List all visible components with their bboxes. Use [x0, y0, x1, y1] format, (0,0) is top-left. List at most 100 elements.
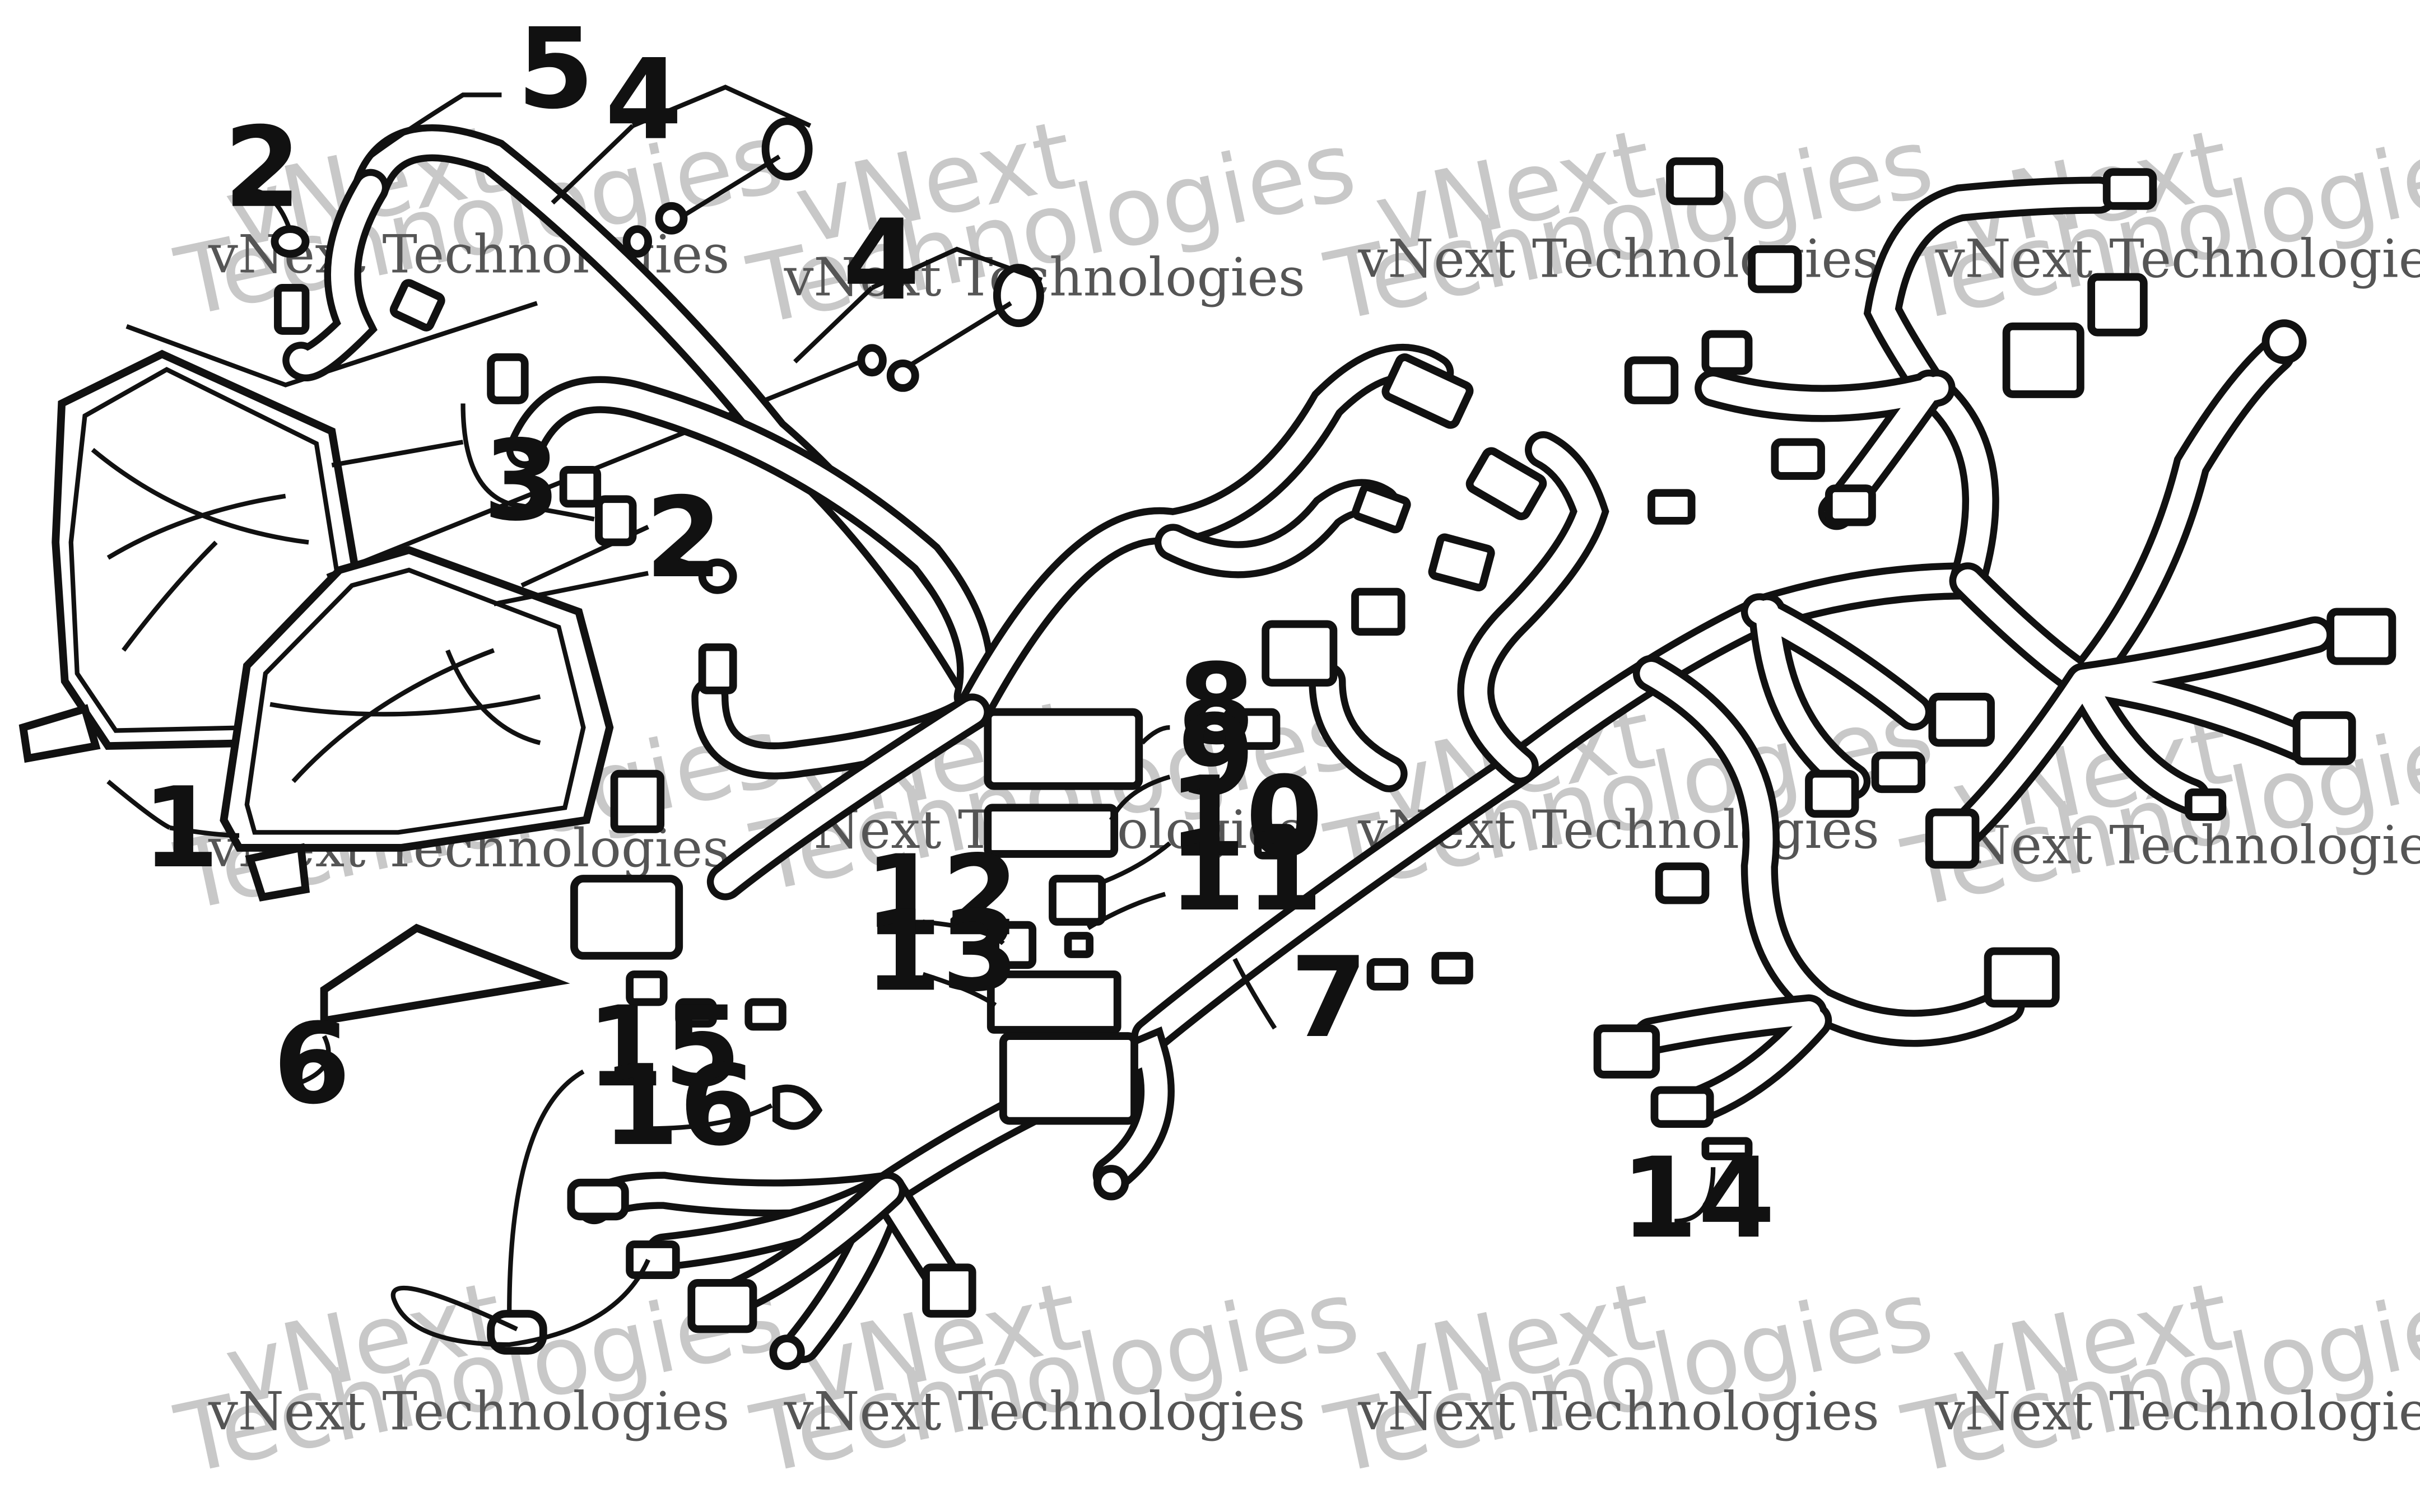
connector — [1223, 708, 1281, 750]
connector — [1871, 751, 1925, 794]
connector — [922, 1263, 976, 1318]
cable-tie — [772, 1084, 823, 1130]
connector — [626, 1240, 680, 1279]
connector — [2292, 711, 2356, 766]
callout-7: 7 — [1290, 933, 1367, 1062]
connector — [2184, 788, 2227, 821]
connector — [559, 466, 602, 508]
fuse — [1064, 932, 1093, 958]
ring-terminal — [1093, 1165, 1129, 1201]
connector — [1431, 951, 1473, 984]
connector — [1366, 958, 1409, 991]
leader-lines — [106, 85, 1716, 1314]
connector — [2087, 273, 2148, 337]
connector — [1465, 447, 1547, 520]
watermark-text: vNext Technologies — [1357, 1382, 1879, 1443]
callout-5: 5 — [517, 4, 594, 133]
connector — [1701, 330, 1753, 375]
connector — [2102, 168, 2157, 210]
adjuster-shaft — [909, 301, 1012, 367]
connector — [1825, 484, 1876, 526]
adjuster-knob — [761, 117, 813, 181]
connector — [2261, 319, 2307, 365]
connector — [274, 283, 310, 335]
callout-6: 6 — [273, 1000, 351, 1129]
callout-10: 10 — [1169, 753, 1323, 882]
headlight-harness-wires — [282, 124, 994, 780]
callout-labels: 1 2 2 3 4 4 5 6 7 8 9 10 11 12 13 14 15 … — [142, 4, 1775, 1263]
watermark: vNext Technologies vNext Technologies — [1317, 1259, 1942, 1496]
connector — [698, 643, 737, 694]
watermark-text: vNext Technologies — [1935, 1382, 2420, 1443]
connector — [1666, 157, 1724, 206]
connector — [675, 998, 717, 1028]
connector — [1351, 483, 1411, 534]
callout-16: 16 — [602, 1041, 756, 1170]
connector — [1650, 1086, 1714, 1128]
connector — [1984, 947, 2060, 1008]
watermark-text: vNext Technologies — [1935, 815, 2420, 876]
adjuster-knob — [993, 264, 1044, 328]
connector — [1928, 693, 1995, 747]
adjuster-nut — [655, 202, 688, 235]
connector — [567, 1178, 629, 1221]
gasket — [984, 804, 1119, 858]
callout-15: 15 — [587, 982, 741, 1112]
connector — [1925, 808, 1980, 869]
connector — [2326, 608, 2396, 665]
connectors — [274, 157, 2396, 1370]
connector — [1655, 862, 1710, 904]
callout-3: 3 — [483, 416, 560, 545]
callout-2-upper: 2 — [224, 103, 301, 232]
connector — [626, 970, 668, 1006]
connector — [1262, 620, 1338, 687]
callout-2-lower: 2 — [645, 473, 723, 603]
watermark: vNext Technologies vNext Technologies — [1894, 1259, 2420, 1496]
relay-large — [1049, 875, 1106, 926]
adjuster-nut — [886, 359, 919, 392]
watermark-text: vNext Technologies — [208, 1382, 729, 1443]
bulb — [487, 353, 529, 404]
fuse-box-cover — [984, 708, 1143, 790]
bulb — [595, 495, 637, 547]
adjuster-washer — [857, 344, 887, 377]
connector — [1624, 356, 1679, 404]
headlight-right — [220, 545, 614, 902]
connector — [1771, 438, 1825, 480]
decal — [320, 923, 570, 1025]
connector — [610, 769, 665, 833]
connector — [687, 1278, 757, 1333]
connector — [1351, 587, 1406, 636]
watermark-text: vNext Technologies — [1935, 229, 2420, 290]
connector — [2002, 322, 2084, 398]
connector — [744, 998, 787, 1031]
connector — [1381, 353, 1474, 429]
callout-8: 8 — [1178, 640, 1255, 769]
connector — [389, 279, 445, 332]
connector — [1428, 533, 1495, 591]
callout-9: 9 — [1178, 691, 1255, 820]
connector — [1748, 245, 1802, 293]
ground-wire-loop — [390, 1258, 650, 1347]
relay-small — [992, 921, 1037, 969]
connector — [1254, 824, 1296, 860]
ring-terminal — [769, 1334, 805, 1370]
adjuster-washer — [622, 225, 653, 258]
watermark: vNext Technologies vNext Technologies — [1894, 107, 2420, 344]
callout-4-upper: 4 — [605, 35, 682, 165]
watermark: vNext Technologies vNext Technologies — [739, 99, 1365, 347]
callout-14: 14 — [1621, 1133, 1775, 1263]
terminal-clip — [1701, 1137, 1753, 1160]
connector — [1593, 1024, 1660, 1079]
callout-1: 1 — [142, 763, 219, 893]
adjuster-shaft — [678, 155, 781, 221]
watermark: vNext Technologies vNext Technologies — [1317, 107, 1942, 344]
callout-4-lower: 4 — [843, 195, 920, 325]
fuse-block — [999, 1032, 1138, 1125]
connector — [570, 875, 683, 960]
connector — [1648, 489, 1696, 525]
connector — [1805, 769, 1859, 818]
callout-13: 13 — [864, 886, 1019, 1016]
bulb-socket — [271, 225, 310, 258]
